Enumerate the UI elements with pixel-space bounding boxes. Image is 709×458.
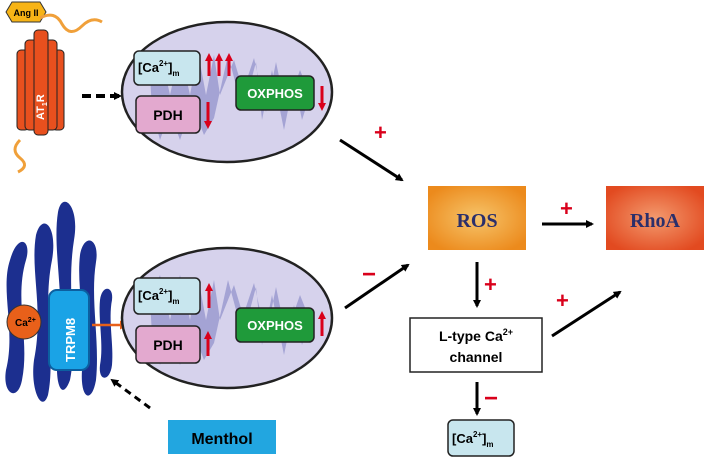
pdh-box-top <box>135 95 201 134</box>
ltype-line1: L-type Ca2+ <box>439 327 513 344</box>
ca-ion-label: Ca2+ <box>15 317 36 329</box>
at1r-receptor: AT1R <box>16 29 65 136</box>
bottom-mito-to-ros-arrow <box>344 263 410 310</box>
oxphos-label-bottom: OXPHOS <box>247 318 303 333</box>
menthol-to-trpm8-arrow <box>110 378 151 410</box>
mitochondrion-bottom: [Ca2+]m PDH OXPHOS <box>120 246 334 390</box>
sign-bottom-to-ros: − <box>362 261 376 288</box>
sign-ros-to-rhoa: + <box>560 196 573 221</box>
ltype-channel-box: L-type Ca2+ channel <box>409 317 543 373</box>
sign-ltype-to-ca: − <box>484 385 498 412</box>
oxphos-label-top: OXPHOS <box>247 86 303 101</box>
pdh-label-bottom: PDH <box>153 337 183 353</box>
trpm8-channel: TRPM8 <box>48 289 90 371</box>
menthol-box: Menthol <box>168 420 276 454</box>
ligand-chain <box>39 13 103 33</box>
ca-m-box-top <box>133 50 201 86</box>
menthol-label: Menthol <box>191 431 252 448</box>
at1r-label: AT1R <box>35 94 49 120</box>
rhoa-label: RhoA <box>630 210 681 232</box>
sign-ros-to-ltype: + <box>484 272 497 297</box>
mitochondrion-top: [Ca2+]m PDH OXPHOS <box>120 20 334 164</box>
receptor-tail <box>13 138 26 174</box>
ca-m-label-bottom: [Ca2+]m <box>138 287 180 306</box>
trpm8-label: TRPM8 <box>63 318 78 362</box>
pdh-label-top: PDH <box>153 107 183 123</box>
ang-ii-ligand: Ang II <box>5 1 47 23</box>
sign-top-to-ros: + <box>374 120 387 145</box>
ltype-line2: channel <box>450 349 503 365</box>
top-mito-to-ros-arrow <box>339 138 404 182</box>
ang-ii-label: Ang II <box>14 8 39 18</box>
ca-m-out-box: [Ca2+]m <box>447 419 515 457</box>
rhoa-box: RhoA <box>606 186 704 250</box>
ca-m-label-top: [Ca2+]m <box>138 59 180 78</box>
ros-label: ROS <box>456 210 497 232</box>
oxphos-box-bottom <box>235 307 315 343</box>
pdh-box-bottom <box>135 325 201 364</box>
ltype-to-rhoa-arrow <box>551 290 622 338</box>
ca-ion: Ca2+ <box>6 304 42 340</box>
ros-box: ROS <box>428 186 526 250</box>
ca-m-box-bottom <box>133 277 201 315</box>
oxphos-box-top <box>235 75 315 111</box>
sign-ltype-to-rhoa: + <box>556 288 569 313</box>
ca-m-out-label: [Ca2+]m <box>452 430 494 449</box>
ca-increase-arrows-top <box>205 53 233 76</box>
